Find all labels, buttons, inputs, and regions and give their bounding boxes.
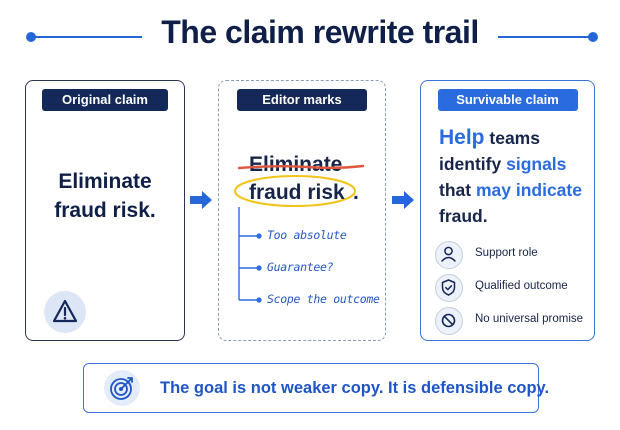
editor-marks-tag: Editor marks: [237, 89, 367, 111]
original-claim-text: Eliminate fraud risk.: [26, 167, 184, 225]
survivable-claim-text: Help teams identify signals that may ind…: [439, 125, 589, 229]
target-icon: [104, 370, 140, 406]
word-teams: teams: [484, 128, 540, 148]
feature-no-universal-promise: No universal promise: [435, 307, 585, 335]
circled-phrase-period: .: [353, 181, 359, 204]
word-identify: identify: [439, 154, 507, 174]
word-that: that: [439, 180, 476, 200]
title-dot-right: [588, 32, 598, 42]
title-dot-left: [26, 32, 36, 42]
feature-label: No universal promise: [475, 313, 584, 325]
feature-label: Qualified outcome: [475, 280, 568, 292]
word-signals: signals: [506, 154, 567, 174]
original-claim-line-1: Eliminate: [58, 170, 152, 193]
feature-qualified-outcome: Qualified outcome: [435, 274, 585, 302]
prohibited-icon: [435, 307, 463, 335]
highlight-oval-mark: [234, 175, 356, 207]
title-rule-left: [30, 36, 142, 38]
person-icon: [435, 241, 463, 269]
feature-support-role: Support role: [435, 241, 585, 269]
warning-triangle-icon: [44, 291, 86, 333]
editor-note-2: Guarantee?: [267, 260, 334, 274]
strikethrough-mark: [237, 164, 365, 170]
survivable-claim-panel: Survivable claim Help teams identify sig…: [420, 80, 595, 341]
editor-note-1: Too absolute: [267, 228, 347, 242]
title-row: The claim rewrite trail: [0, 0, 620, 70]
arrow-right-icon: [392, 191, 414, 209]
word-may-indicate: may indicate: [475, 180, 582, 200]
original-claim-line-2: fraud risk.: [54, 199, 156, 222]
struck-word: Eliminate: [249, 153, 343, 176]
original-claim-tag: Original claim: [42, 89, 168, 111]
title-rule-right: [498, 36, 590, 38]
arrow-right-icon: [190, 191, 212, 209]
shield-check-icon: [435, 274, 463, 302]
annotation-branch-lines: [238, 207, 262, 303]
page-title: The claim rewrite trail: [161, 14, 479, 50]
word-fraud: fraud.: [439, 206, 488, 226]
circled-phrase: fraud risk: [249, 181, 345, 204]
feature-label: Support role: [475, 247, 538, 259]
editor-note-3: Scope the outcome: [267, 292, 380, 306]
goal-banner: The goal is not weaker copy. It is defen…: [83, 363, 549, 413]
word-help: Help: [439, 126, 485, 149]
survivable-claim-tag: Survivable claim: [437, 89, 578, 111]
goal-text: The goal is not weaker copy. It is defen…: [160, 379, 550, 397]
editor-marks-panel: Editor marks Eliminate fraud risk . Too …: [218, 80, 386, 341]
original-claim-panel: Original claim Eliminate fraud risk.: [25, 80, 185, 341]
